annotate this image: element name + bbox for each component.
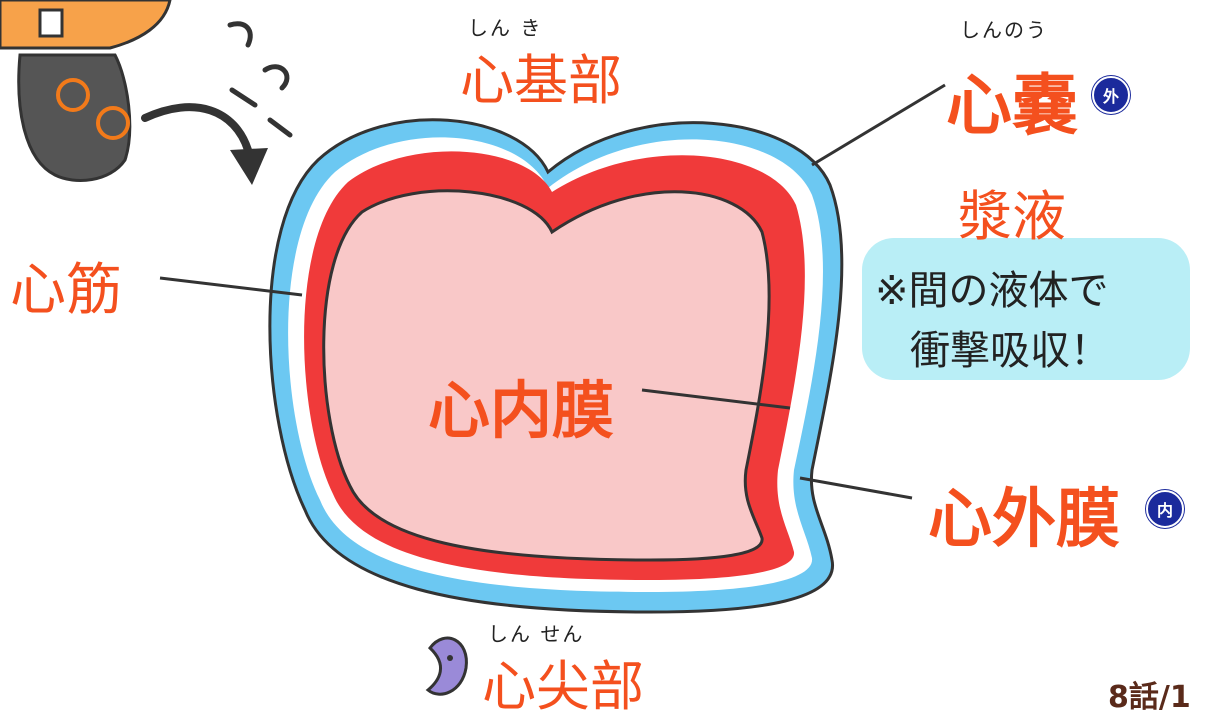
base-ruby: しん き [468,16,543,40]
pericardium-ruby: しんのう [960,18,1048,42]
inner-badge: 内 [1146,490,1184,528]
endocardium-chamber [322,189,771,562]
endocardium-leader [641,388,791,410]
epicardium-label: 心外膜 [928,483,1120,557]
apex-label: 心尖部 [482,655,644,718]
handwritten-annotation [227,21,293,138]
base-label: 心基部 [460,49,622,112]
character-illustration [0,0,172,182]
curved-arrow [141,103,252,154]
myocardium-leader [159,276,303,297]
epicardium-leader [799,476,913,500]
outer-badge: 外 [1092,76,1130,114]
apex-ruby: しん せん [488,622,585,646]
endocardium-label: 心内膜 [428,374,615,447]
myocardium-label: 心筋 [10,258,122,323]
note-box [862,238,1190,380]
note-line-2: 衝撃吸収！ [910,328,1110,374]
serous-fluid-label: 漿液 [958,185,1066,248]
note-line-1: ※間の液体で [875,268,1109,314]
pericardium-label: 心嚢 [946,67,1078,144]
page-number: 8話/1 [1108,680,1191,715]
fish-icon [425,636,468,696]
pericardium-leader [811,83,946,167]
